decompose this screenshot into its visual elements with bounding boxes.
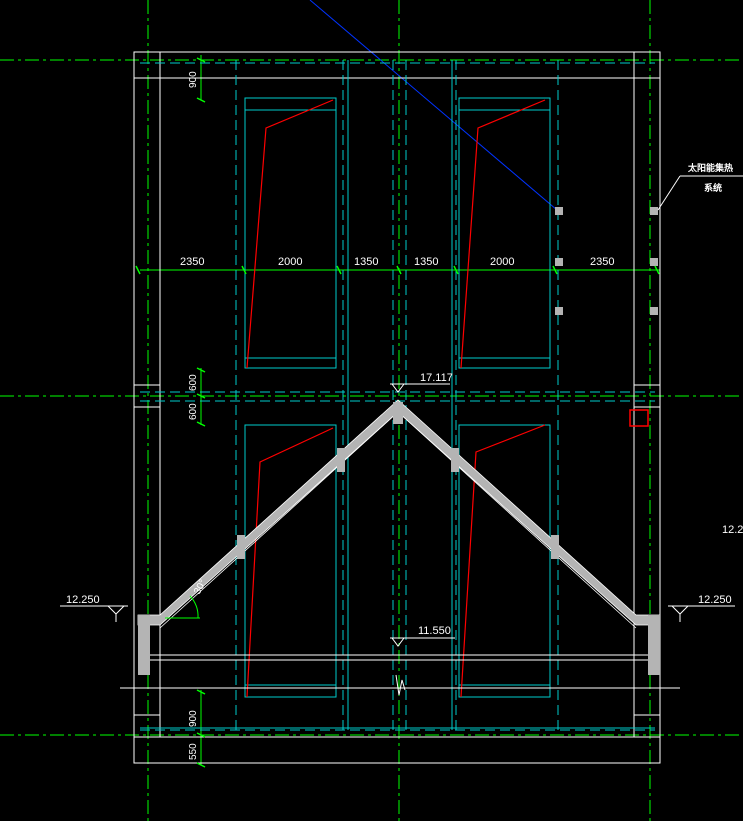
dim-2000-left: 2000 [278, 256, 302, 268]
elevation-ridge: 17.117 [420, 372, 453, 384]
dimension-ticks [135, 57, 660, 768]
dim-900-top: 900 [188, 71, 199, 88]
red-column [629, 409, 649, 427]
dim-1350-left: 1350 [354, 256, 378, 268]
dim-900-bottom: 900 [188, 710, 199, 727]
annotation-leader [657, 175, 743, 211]
vertical-dimensions: 900 600 600 900 550 [188, 71, 199, 760]
horizontal-dimensions: 2350 2000 1350 1350 2000 2350 [180, 256, 614, 268]
elevation-base: 11.550 [418, 625, 451, 637]
elevation-left-eave: 12.250 [66, 594, 100, 606]
elevation-right-edge: 12.2 [722, 524, 743, 536]
outer-walls [133, 51, 661, 764]
elevation-right-eave: 12.250 [698, 594, 732, 606]
annotation-line-2: 系统 [704, 182, 722, 193]
elevation-markers [60, 383, 735, 647]
dim-550-bottom: 550 [188, 743, 199, 760]
dim-2350-right: 2350 [590, 256, 614, 268]
annotation-line-1: 太阳能集热 [687, 162, 733, 173]
dim-2000-right: 2000 [490, 256, 514, 268]
solar-panels [140, 60, 655, 730]
cyan-dashed-grid [140, 60, 655, 735]
red-slope-lines [246, 99, 546, 698]
dim-600-upper: 600 [188, 374, 199, 391]
pipe-markers [555, 207, 658, 315]
dim-600-lower: 600 [188, 403, 199, 420]
dim-1350-right: 1350 [414, 256, 438, 268]
blue-leader-line [309, 0, 558, 211]
dim-2350-left: 2350 [180, 256, 204, 268]
roof-profile [120, 399, 680, 696]
